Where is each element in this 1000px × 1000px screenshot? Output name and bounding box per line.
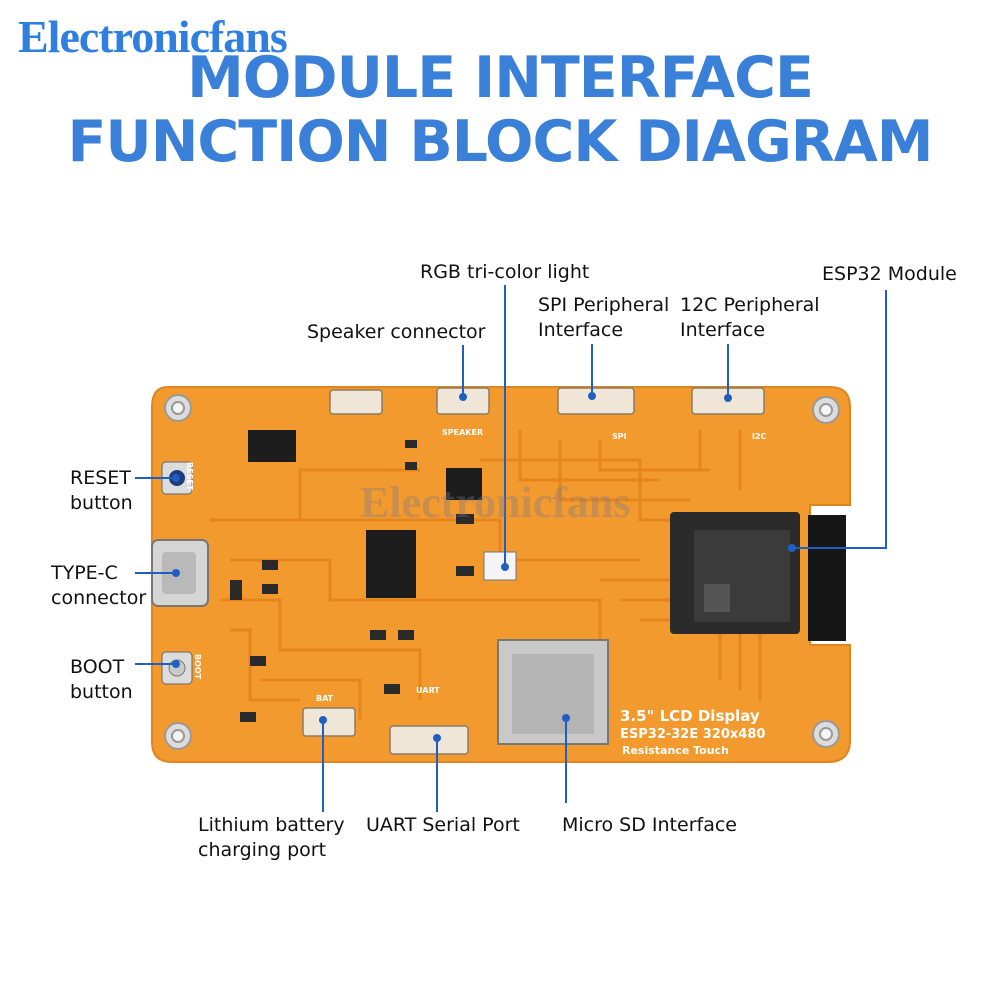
label-typec-line1: TYPE-C xyxy=(51,562,118,584)
chip-usb-serial xyxy=(366,530,416,598)
silk-uart: UART xyxy=(416,686,440,695)
title-line-2: FUNCTION BLOCK DIAGRAM xyxy=(67,109,933,175)
silk-lcd-title: 3.5" LCD Display xyxy=(620,707,760,725)
uart-connector xyxy=(389,725,469,755)
label-boot-line1: BOOT xyxy=(70,656,125,678)
spi-connector xyxy=(557,387,635,415)
silk-spi: SPI xyxy=(612,432,627,441)
label-rgb-light: RGB tri-color light xyxy=(420,261,590,283)
chip-top-left xyxy=(248,430,296,462)
mounting-holes xyxy=(164,394,840,750)
silk-i2c: I2C xyxy=(752,432,767,441)
label-reset-line1: RESET xyxy=(70,467,131,489)
battery-connector xyxy=(302,707,356,737)
silk-boot: BOOT xyxy=(193,654,202,680)
label-esp32-module: ESP32 Module xyxy=(822,263,957,285)
silk-speaker: SPEAKER xyxy=(442,428,484,437)
label-spi-line1: SPI Peripheral xyxy=(538,294,670,316)
label-battery-line1: Lithium battery xyxy=(198,814,345,836)
label-i2c-line1: 12C Peripheral xyxy=(680,294,820,316)
label-typec-line2: connector xyxy=(51,587,147,609)
label-boot-line2: button xyxy=(70,681,133,703)
watermark: Electronicfans xyxy=(360,478,631,527)
label-speaker-connector: Speaker connector xyxy=(307,321,486,343)
label-uart-port: UART Serial Port xyxy=(366,814,520,836)
silk-lcd-model: ESP32-32E 320x480 xyxy=(620,727,766,742)
label-spi-line2: Interface xyxy=(538,319,624,341)
silk-lcd-touch: Resistance Touch xyxy=(622,744,729,757)
label-battery-line2: charging port xyxy=(198,839,327,861)
smd-components xyxy=(230,440,474,722)
label-reset-line2: button xyxy=(70,492,133,514)
connector-top-left xyxy=(329,389,383,415)
rgb-led xyxy=(483,551,517,581)
brand-logo: Electronicfans xyxy=(18,11,288,62)
title-line-1: MODULE INTERFACE xyxy=(187,45,814,111)
silk-bat: BAT xyxy=(316,694,334,703)
label-microsd: Micro SD Interface xyxy=(562,814,737,836)
lcd-header xyxy=(808,515,846,641)
chip-speaker-amp xyxy=(446,468,482,500)
leader-lines xyxy=(135,285,887,812)
label-i2c-line2: Interface xyxy=(680,319,766,341)
silk-reset: RESET xyxy=(185,462,194,491)
leader-dots xyxy=(172,392,796,742)
